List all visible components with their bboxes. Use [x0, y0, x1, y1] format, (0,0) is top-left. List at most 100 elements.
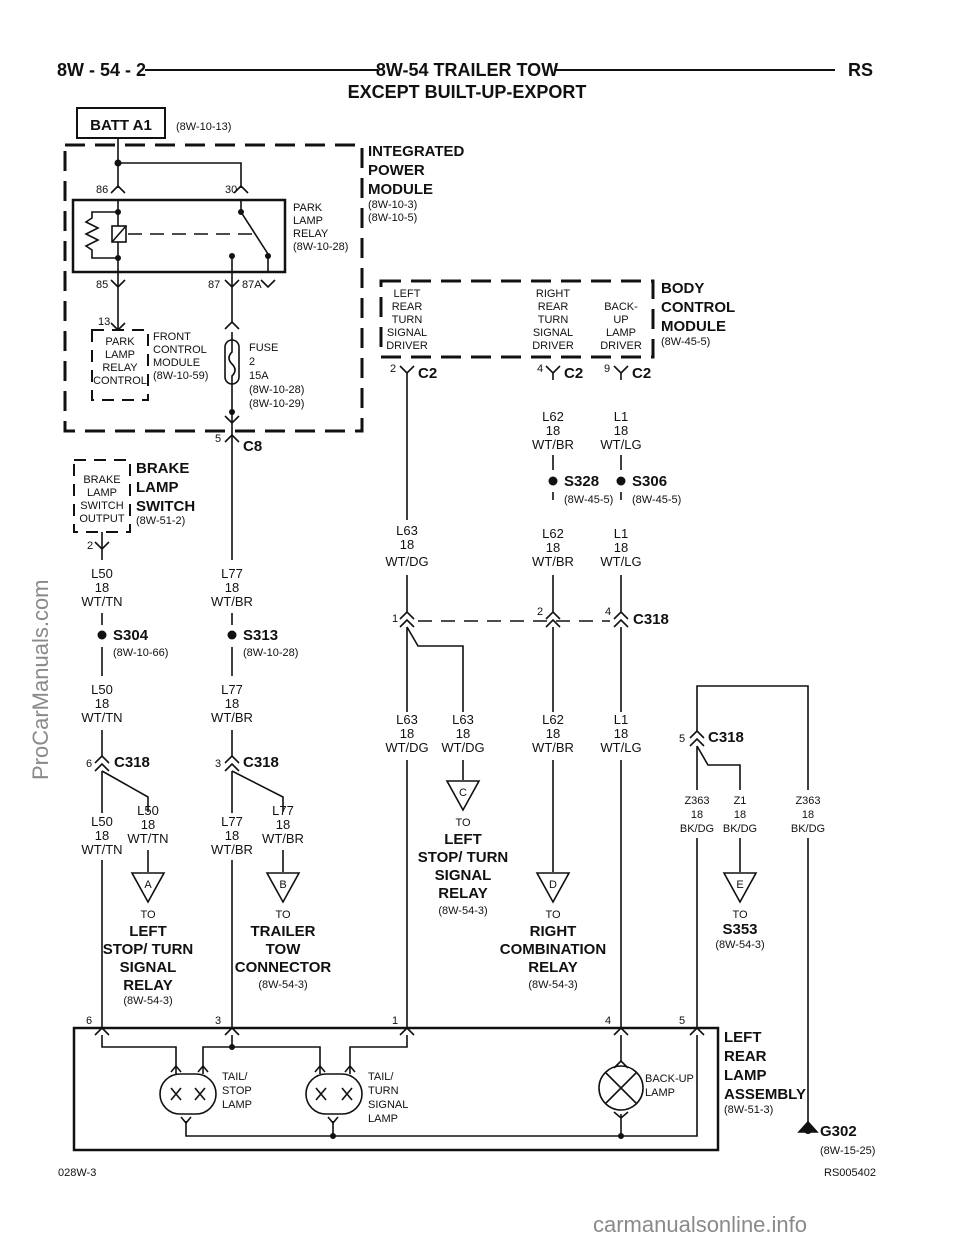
svg-text:WT/DG: WT/DG [441, 740, 484, 755]
brake-title-3: SWITCH [136, 498, 195, 515]
svg-text:18: 18 [546, 423, 560, 438]
relay-coil [111, 225, 127, 243]
backup-lamp-x-icon [605, 1072, 637, 1104]
ipm-title-2: POWER [368, 162, 425, 179]
tail-turn-label-3: SIGNAL [368, 1099, 408, 1111]
fuse-label-2: 2 [249, 356, 255, 368]
svg-text:UP: UP [613, 314, 628, 326]
svg-text:L50: L50 [91, 682, 113, 697]
g302-dot [804, 1126, 812, 1134]
relay-label-1: PARK [293, 202, 323, 214]
svg-text:WT/DG: WT/DG [385, 740, 428, 755]
relay-coil-circuit [84, 200, 119, 272]
pin-85-label: 85 [96, 279, 108, 291]
page-number: 8W - 54 - 2 [57, 60, 146, 80]
svg-text:BK/DG: BK/DG [791, 823, 825, 835]
c318-pin2-connector [545, 610, 561, 628]
svg-text:TO: TO [732, 909, 748, 921]
fcm-label-3: MODULE [153, 357, 200, 369]
c2-pin2-connector [399, 365, 415, 375]
svg-text:18: 18 [400, 726, 414, 741]
lamp-pin-4: 4 [605, 1015, 611, 1027]
s304-ref: (8W-10-66) [113, 647, 168, 659]
s306-ref: (8W-45-5) [632, 494, 681, 506]
svg-text:TOW: TOW [266, 941, 302, 958]
c318-name-b: C318 [243, 754, 279, 771]
svg-text:TO: TO [140, 909, 156, 921]
svg-text:18: 18 [95, 828, 109, 843]
svg-text:STOP/ TURN: STOP/ TURN [103, 941, 194, 958]
pin-86-connector [110, 184, 126, 194]
svg-text:18: 18 [225, 828, 239, 843]
bcm-title-1: BODY [661, 280, 704, 297]
svg-text:RELAY: RELAY [528, 959, 577, 976]
bcm-right-driver-label: RIGHT REAR TURN SIGNAL DRIVER [532, 288, 574, 352]
offpage-c-triangle [445, 780, 481, 812]
svg-text:L63: L63 [396, 523, 418, 538]
offpage-e-label: TO S353 (8W-54-3) [715, 909, 764, 951]
offpage-e-triangle [722, 872, 758, 904]
l1-upper-label: L1 18 WT/LG [600, 409, 641, 452]
l50-branch-label: L50 18 WT/TN [127, 803, 168, 846]
l63-lower-wire [406, 626, 464, 1028]
svg-text:18: 18 [225, 696, 239, 711]
svg-text:RIGHT: RIGHT [536, 288, 571, 300]
fuse-chevron-bot [224, 400, 240, 425]
batt-label: BATT A1 [90, 117, 152, 134]
lamp-pin-3: 3 [215, 1015, 221, 1027]
svg-text:DRIVER: DRIVER [600, 340, 642, 352]
svg-text:SIGNAL: SIGNAL [533, 327, 573, 339]
relay-label-2: LAMP [293, 215, 323, 227]
svg-text:L77: L77 [221, 682, 243, 697]
fcm-label-4: (8W-10-59) [153, 370, 208, 382]
fcm-label-1: FRONT [153, 331, 191, 343]
s306-name: S306 [632, 473, 667, 490]
l77-branch-label: L77 18 WT/BR [262, 803, 304, 846]
c2-pin4-connector [545, 365, 561, 375]
svg-text:L77: L77 [272, 803, 294, 818]
svg-text:CONNECTOR: CONNECTOR [235, 959, 332, 976]
brake-title-2: LAMP [136, 479, 179, 496]
c8-name: C8 [243, 438, 262, 455]
ipm-ref-2: (8W-10-5) [368, 212, 417, 224]
page-title: 8W-54 TRAILER TOW [376, 60, 558, 80]
svg-text:L50: L50 [91, 814, 113, 829]
z363-right-label: Z363 18 BK/DG [791, 795, 825, 835]
pin-30-label: 30 [225, 184, 237, 196]
lamp-title-1: LEFT [724, 1029, 762, 1046]
c318-pin1: 1 [392, 613, 398, 625]
tail-stop-lamp-bulb [159, 1073, 217, 1115]
tail-turn-label-2: TURN [368, 1085, 399, 1097]
svg-text:SIGNAL: SIGNAL [120, 959, 177, 976]
l1-mid-label: L1 18 WT/LG [600, 526, 641, 569]
relay-label-4: (8W-10-28) [293, 241, 348, 253]
l50-upper-label: L50 18 WT/TN [81, 566, 122, 609]
svg-text:L62: L62 [542, 712, 564, 727]
l77-mid-label: L77 18 WT/BR [211, 682, 253, 725]
relay-coil-slash [111, 225, 127, 243]
pin-85-connector [110, 272, 126, 289]
c318-pin5-connector [689, 729, 705, 747]
l62-lower-label: L62 18 WT/BR [532, 712, 574, 755]
c8-connector [224, 423, 240, 560]
svg-text:REAR: REAR [392, 301, 423, 313]
ipm-dashed-border [63, 143, 364, 433]
lamp-pin-1: 1 [392, 1015, 398, 1027]
l1-lower-label: L1 18 WT/LG [600, 712, 641, 755]
l62-mid-label: L62 18 WT/BR [532, 526, 574, 569]
svg-text:WT/TN: WT/TN [127, 831, 168, 846]
ipm-ref-1: (8W-10-3) [368, 199, 417, 211]
svg-text:WT/LG: WT/LG [600, 740, 641, 755]
svg-text:BACK-: BACK- [604, 301, 638, 313]
svg-text:(8W-54-3): (8W-54-3) [528, 979, 577, 991]
brake-box-1: BRAKE [83, 474, 120, 486]
relay-switch [231, 200, 269, 272]
brake-box-4: OUTPUT [79, 513, 125, 525]
fcm-box-2: LAMP [105, 349, 135, 361]
tail-stop-label-1: TAIL/ [222, 1071, 248, 1083]
batt-box [76, 107, 166, 139]
svg-text:WT/BR: WT/BR [532, 740, 574, 755]
offpage-d-triangle [535, 872, 571, 904]
backup-label-1: BACK-UP [645, 1073, 694, 1085]
